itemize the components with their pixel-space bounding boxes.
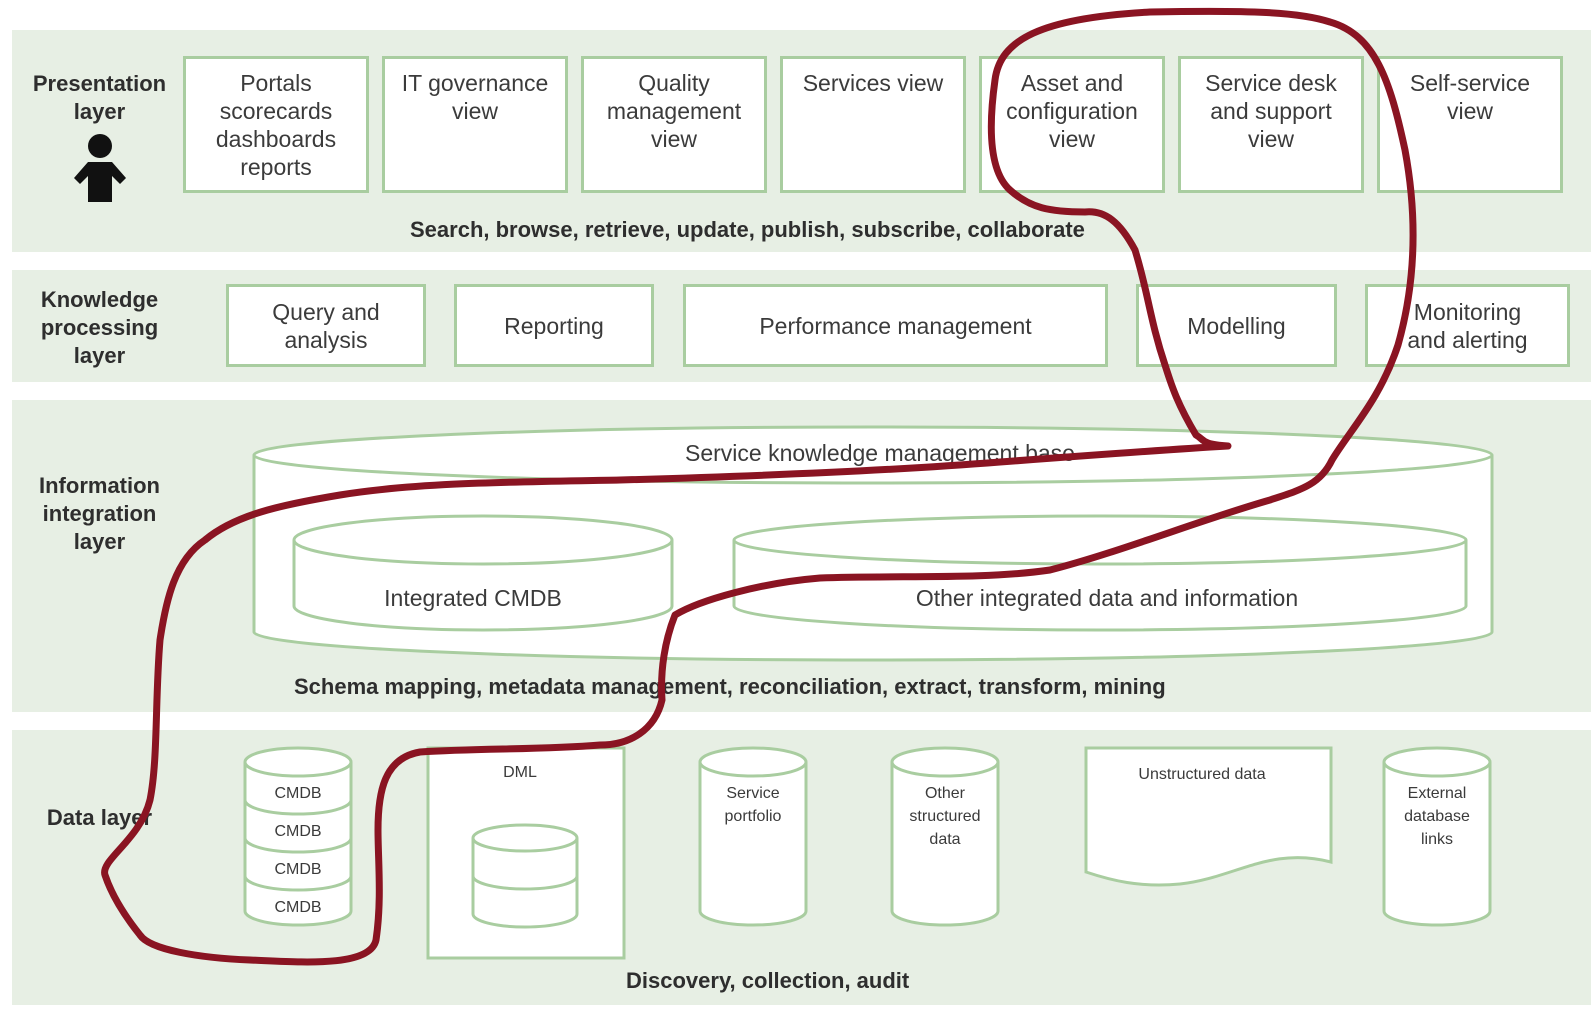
external-label-3: links xyxy=(1421,831,1453,848)
integrated-cmdb-cylinder xyxy=(292,514,674,632)
modelling-box: Modelling xyxy=(1136,284,1337,367)
service-portfolio-label-1: Service xyxy=(726,785,779,802)
data-caption: Discovery, collection, audit xyxy=(626,968,910,993)
dml-label: DML xyxy=(503,764,537,781)
external-label-2: database xyxy=(1404,808,1470,825)
cmdb-stack xyxy=(243,746,353,927)
dml-cylinder xyxy=(471,823,579,929)
other-integrated-data-label: Other integrated data and information xyxy=(916,585,1298,611)
cmdb-stack-label-1: CMDB xyxy=(274,785,321,802)
integration-caption: Schema mapping, metadata management, rec… xyxy=(294,674,1166,699)
annotation-outline xyxy=(101,7,1417,966)
presentation-caption: Search, browse, retrieve, update, publis… xyxy=(410,217,1085,242)
unstructured-data-document xyxy=(1084,746,1333,887)
presentation-layer-label: Presentation layer xyxy=(32,71,167,124)
knowledge-layer-label: Knowledge processing layer xyxy=(40,287,159,368)
integration-layer-label: Information integration layer xyxy=(39,473,160,554)
service-portfolio-cylinder xyxy=(698,746,808,927)
external-label-1: External xyxy=(1408,785,1467,802)
external-database-cylinder xyxy=(1382,746,1492,927)
other-structured-label-1: Other xyxy=(925,785,966,802)
cmdb-stack-label-4: CMDB xyxy=(274,899,321,916)
other-integrated-data-cylinder xyxy=(732,514,1468,632)
unstructured-data-label: Unstructured data xyxy=(1138,766,1265,783)
services-view-box: Services view xyxy=(780,56,966,193)
integrated-cmdb-label: Integrated CMDB xyxy=(384,585,562,611)
cmdb-stack-label-3: CMDB xyxy=(274,861,321,878)
service-portfolio-label-2: portfolio xyxy=(725,808,782,825)
other-structured-data-cylinder xyxy=(890,746,1000,927)
reporting-box: Reporting xyxy=(454,284,654,367)
other-structured-label-3: data xyxy=(929,831,960,848)
cmdb-stack-label-2: CMDB xyxy=(274,823,321,840)
other-structured-label-2: structured xyxy=(909,808,980,825)
person-icon xyxy=(74,134,126,202)
performance-management-box: Performance management xyxy=(683,284,1108,367)
